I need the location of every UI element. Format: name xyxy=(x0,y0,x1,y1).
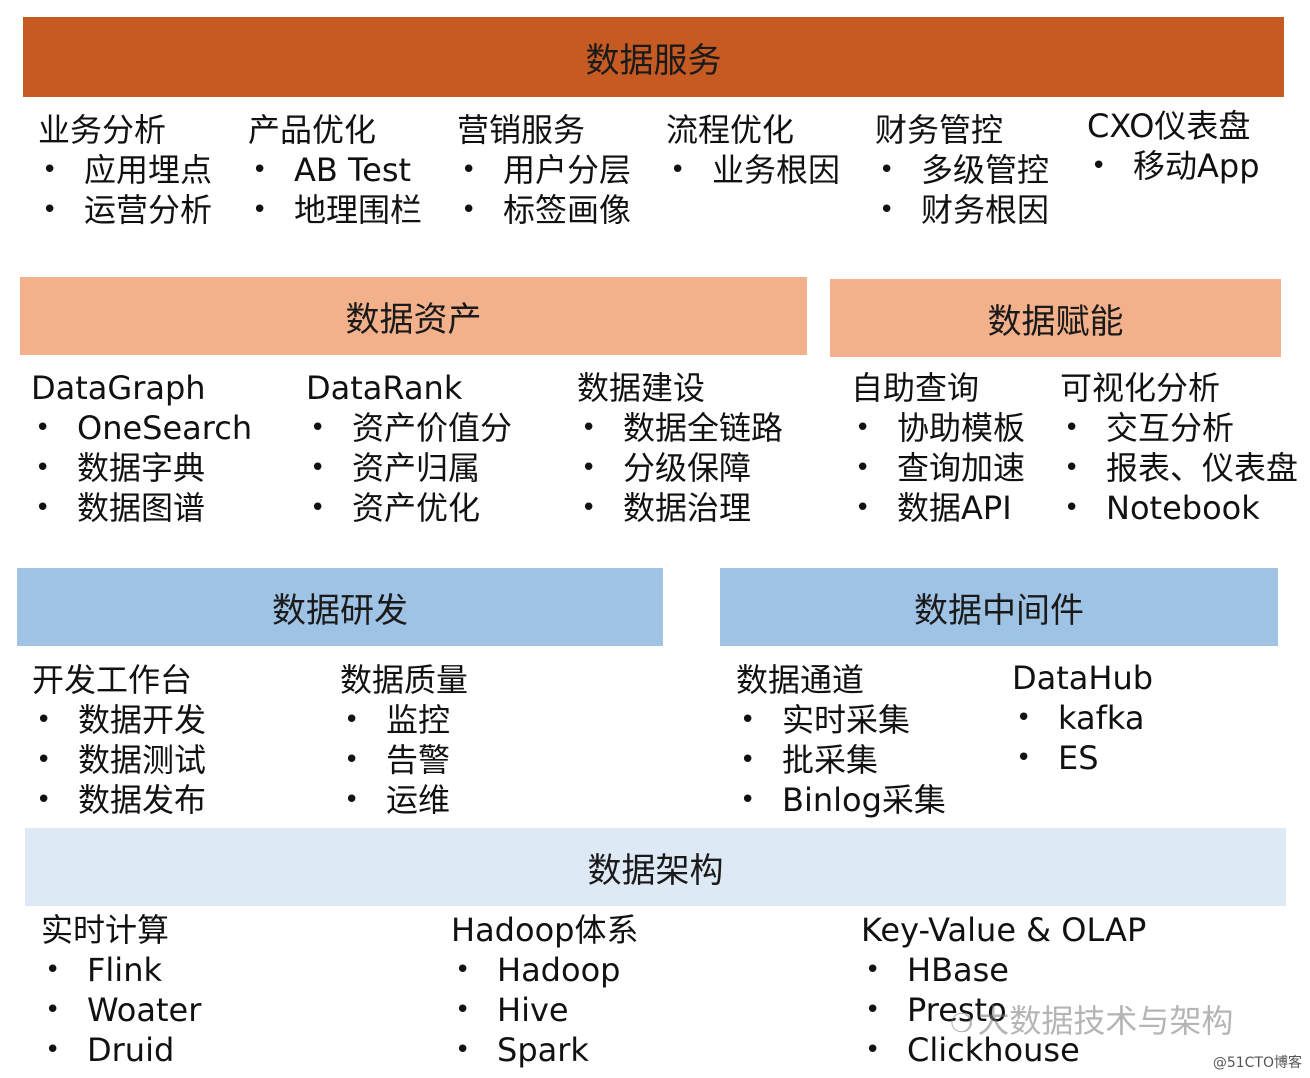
list-item: 数据治理 xyxy=(577,488,783,528)
list-item: AB Test xyxy=(248,150,422,190)
list-item: 地理围栏 xyxy=(248,190,422,230)
group-title: 数据通道 xyxy=(736,661,865,699)
band-data-arch: 数据架构 xyxy=(25,828,1286,906)
band-title: 数据中间件 xyxy=(914,590,1084,631)
group-title: DataHub xyxy=(1012,659,1154,697)
group-data-quality: 数据质量 监控 告警 运维 xyxy=(340,660,468,820)
list-item: 数据开发 xyxy=(32,700,206,740)
list-item: Woater xyxy=(41,990,201,1030)
list-item: 数据测试 xyxy=(32,740,206,780)
list-item: 运营分析 xyxy=(38,190,212,230)
band-data-services: 数据服务 xyxy=(23,17,1284,97)
list-item: 财务根因 xyxy=(875,190,1049,230)
list-item: 运维 xyxy=(340,780,468,820)
group-business-analysis: 业务分析 应用埋点 运营分析 xyxy=(38,110,212,230)
band-title: 数据研发 xyxy=(272,590,408,631)
watermark: ❍大数据技术与架构 xyxy=(950,996,1233,1042)
group-kv-olap: Key-Value & OLAP HBase Presto Clickhouse xyxy=(861,910,1146,1070)
list-item: OneSearch xyxy=(31,408,252,448)
list-item: 业务根因 xyxy=(666,150,840,190)
group-self-service-query: 自助查询 协助模板 查询加速 数据API xyxy=(851,368,1025,528)
group-title: 流程优化 xyxy=(666,111,795,149)
site-credit: @51CTO博客 xyxy=(1212,1055,1302,1071)
group-title: 自助查询 xyxy=(851,369,980,407)
list-item: 查询加速 xyxy=(851,448,1025,488)
band-data-middleware: 数据中间件 xyxy=(720,568,1278,646)
watermark-text: 大数据技术与架构 xyxy=(977,1002,1234,1040)
group-product-optimization: 产品优化 AB Test 地理围栏 xyxy=(248,110,422,230)
list-item: HBase xyxy=(861,950,1146,990)
list-item: Presto xyxy=(861,990,1146,1030)
band-title: 数据资产 xyxy=(345,299,482,340)
list-item: 用户分层 xyxy=(457,150,631,190)
group-realtime-compute: 实时计算 Flink Woater Druid xyxy=(41,910,201,1070)
group-title: 营销服务 xyxy=(457,111,586,149)
list-item: 移动App xyxy=(1087,146,1260,186)
group-datarank: DataRank 资产价值分 资产归属 资产优化 xyxy=(306,368,512,528)
list-item: Flink xyxy=(41,950,201,990)
group-title: 实时计算 xyxy=(41,911,170,949)
group-marketing-service: 营销服务 用户分层 标签画像 xyxy=(457,110,631,230)
list-item: 数据全链路 xyxy=(577,408,783,448)
list-item: 交互分析 xyxy=(1060,408,1298,448)
list-item: 数据API xyxy=(851,488,1025,528)
group-visual-analysis: 可视化分析 交互分析 报表、仪表盘 Notebook xyxy=(1060,368,1298,528)
list-item: Druid xyxy=(41,1030,201,1070)
list-item: Clickhouse xyxy=(861,1030,1146,1070)
list-item: 数据图谱 xyxy=(31,488,252,528)
list-item: 协助模板 xyxy=(851,408,1025,448)
group-title: 业务分析 xyxy=(38,111,167,149)
group-dev-workbench: 开发工作台 数据开发 数据测试 数据发布 xyxy=(32,660,206,820)
group-title: Hadoop体系 xyxy=(451,911,639,949)
group-title: CXO仪表盘 xyxy=(1087,107,1251,145)
group-title: 财务管控 xyxy=(875,111,1004,149)
list-item: 资产归属 xyxy=(306,448,512,488)
list-item: 数据字典 xyxy=(31,448,252,488)
group-title: 可视化分析 xyxy=(1060,369,1221,407)
band-data-asset: 数据资产 xyxy=(20,277,807,355)
group-hadoop-system: Hadoop体系 Hadoop Hive Spark xyxy=(451,910,638,1070)
group-title: 产品优化 xyxy=(248,111,377,149)
list-item: 应用埋点 xyxy=(38,150,212,190)
group-data-channel: 数据通道 实时采集 批采集 Binlog采集 xyxy=(736,660,946,820)
list-item: 分级保障 xyxy=(577,448,783,488)
band-title: 数据赋能 xyxy=(987,301,1124,342)
group-title: 数据建设 xyxy=(577,369,706,407)
list-item: 报表、仪表盘 xyxy=(1060,448,1298,488)
group-data-construction: 数据建设 数据全链路 分级保障 数据治理 xyxy=(577,368,783,528)
list-item: Spark xyxy=(451,1030,638,1070)
list-item: 资产优化 xyxy=(306,488,512,528)
band-data-dev: 数据研发 xyxy=(17,568,663,646)
list-item: 标签画像 xyxy=(457,190,631,230)
band-data-enable: 数据赋能 xyxy=(830,279,1281,357)
group-process-optimization: 流程优化 业务根因 xyxy=(666,110,840,190)
list-item: 资产价值分 xyxy=(306,408,512,448)
list-item: 多级管控 xyxy=(875,150,1049,190)
group-title: 开发工作台 xyxy=(32,661,193,699)
group-title: DataRank xyxy=(306,369,463,407)
group-title: 数据质量 xyxy=(340,661,469,699)
list-item: 告警 xyxy=(340,740,468,780)
list-item: 数据发布 xyxy=(32,780,206,820)
list-item: 实时采集 xyxy=(736,700,946,740)
list-item: 批采集 xyxy=(736,740,946,780)
group-title: DataGraph xyxy=(31,369,206,407)
group-title: Key-Value & OLAP xyxy=(861,911,1147,949)
list-item: 监控 xyxy=(340,700,468,740)
list-item: Binlog采集 xyxy=(736,780,946,820)
group-datahub: DataHub kafka ES xyxy=(1012,658,1153,778)
band-title: 数据服务 xyxy=(585,40,722,81)
wechat-icon: ❍ xyxy=(950,1009,974,1039)
list-item: kafka xyxy=(1012,698,1153,738)
group-finance-control: 财务管控 多级管控 财务根因 xyxy=(875,110,1049,230)
list-item: ES xyxy=(1012,738,1153,778)
group-datagraph: DataGraph OneSearch 数据字典 数据图谱 xyxy=(31,368,252,528)
list-item: Notebook xyxy=(1060,488,1298,528)
list-item: Hive xyxy=(451,990,638,1030)
list-item: Hadoop xyxy=(451,950,638,990)
band-title: 数据架构 xyxy=(587,850,724,891)
group-cxo-dashboard: CXO仪表盘 移动App xyxy=(1087,106,1260,186)
